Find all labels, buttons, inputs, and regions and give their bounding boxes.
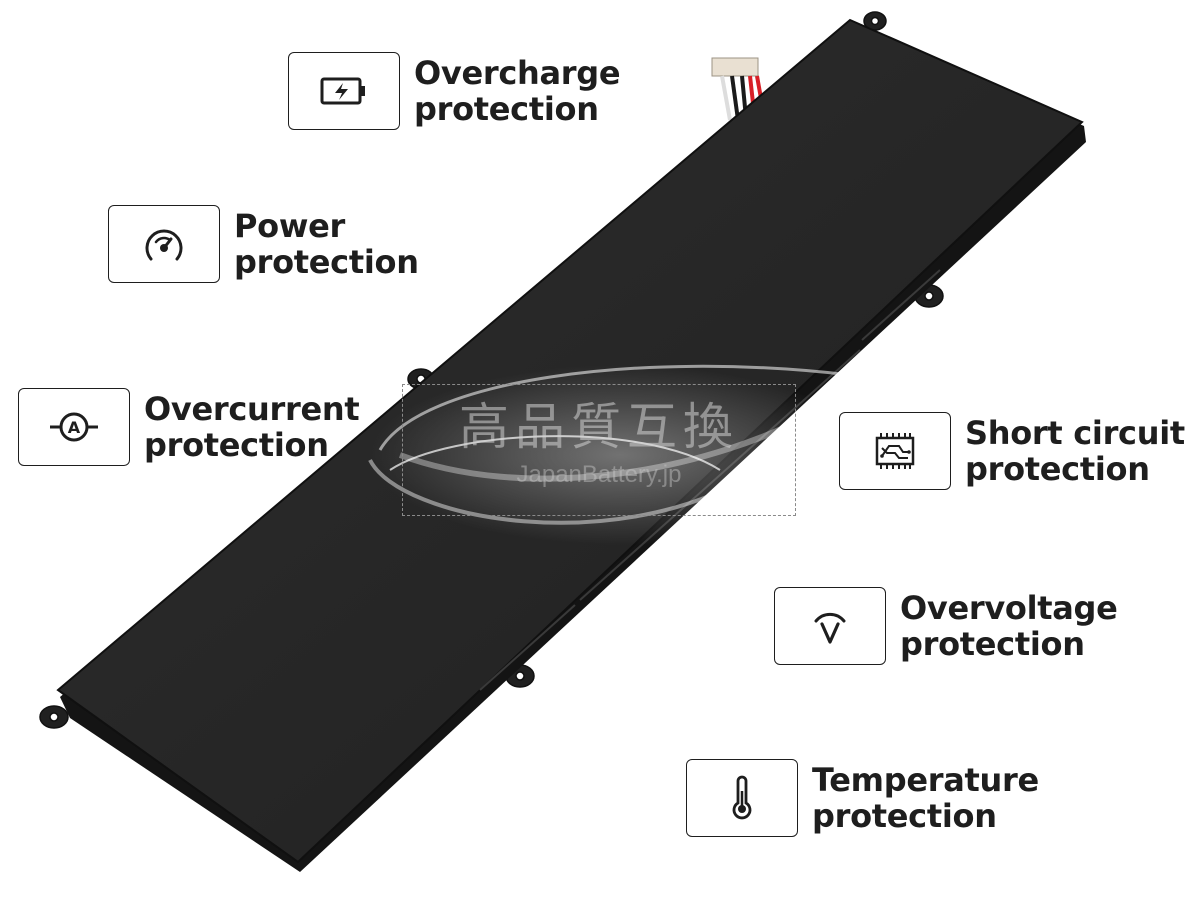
overcharge-subtitle: protection bbox=[414, 90, 599, 128]
power-icon-box bbox=[108, 205, 220, 283]
temperature-icon-box bbox=[686, 759, 798, 837]
overcurrent-label: Overcurrent protection bbox=[144, 390, 360, 464]
short-circuit-title: Short circuit bbox=[965, 414, 1185, 452]
overvoltage-title: Overvoltage bbox=[900, 589, 1118, 627]
overcharge-icon-box bbox=[288, 52, 400, 130]
overvoltage-icon-box bbox=[774, 587, 886, 665]
voltmeter-icon bbox=[814, 612, 846, 644]
overcurrent-title: Overcurrent bbox=[144, 390, 360, 428]
battery-charge-icon bbox=[320, 77, 365, 105]
ammeter-icon: A bbox=[50, 412, 98, 442]
feature-overcharge: Overcharge protection bbox=[288, 52, 621, 130]
overcharge-label: Overcharge protection bbox=[414, 54, 621, 128]
power-subtitle: protection bbox=[234, 243, 419, 281]
swirl-reflection bbox=[368, 364, 870, 545]
short-circuit-label: Short circuit protection bbox=[965, 415, 1185, 487]
gauge-icon bbox=[145, 229, 183, 261]
feature-overcurrent: A Overcurrent protection bbox=[18, 388, 360, 466]
svg-text:A: A bbox=[68, 418, 81, 437]
temperature-title: Temperature bbox=[812, 761, 1039, 799]
overvoltage-label: Overvoltage protection bbox=[900, 590, 1118, 662]
short-circuit-subtitle: protection bbox=[965, 450, 1150, 488]
power-label: Power protection bbox=[234, 208, 419, 280]
feature-power: Power protection bbox=[108, 205, 419, 283]
battery-connector bbox=[711, 57, 764, 121]
overcurrent-icon-box: A bbox=[18, 388, 130, 466]
thermometer-icon bbox=[732, 775, 752, 820]
power-title: Power bbox=[234, 207, 345, 245]
short-circuit-icon-box bbox=[839, 412, 951, 490]
overcurrent-subtitle: protection bbox=[144, 426, 329, 464]
watermark-brand-text: JapanBattery.jp bbox=[516, 461, 682, 488]
circuit-board-icon bbox=[875, 433, 915, 469]
overcharge-title: Overcharge bbox=[414, 54, 621, 92]
temperature-label: Temperature protection bbox=[812, 762, 1039, 834]
feature-short-circuit: Short circuit protection bbox=[839, 412, 1185, 490]
overvoltage-subtitle: protection bbox=[900, 625, 1085, 663]
feature-overvoltage: Overvoltage protection bbox=[774, 587, 1118, 665]
watermark: 高品質互換 JapanBattery.jp bbox=[402, 384, 796, 516]
feature-temperature: Temperature protection bbox=[686, 759, 1039, 837]
temperature-subtitle: protection bbox=[812, 797, 997, 835]
watermark-jp-text: 高品質互換 bbox=[459, 398, 739, 456]
